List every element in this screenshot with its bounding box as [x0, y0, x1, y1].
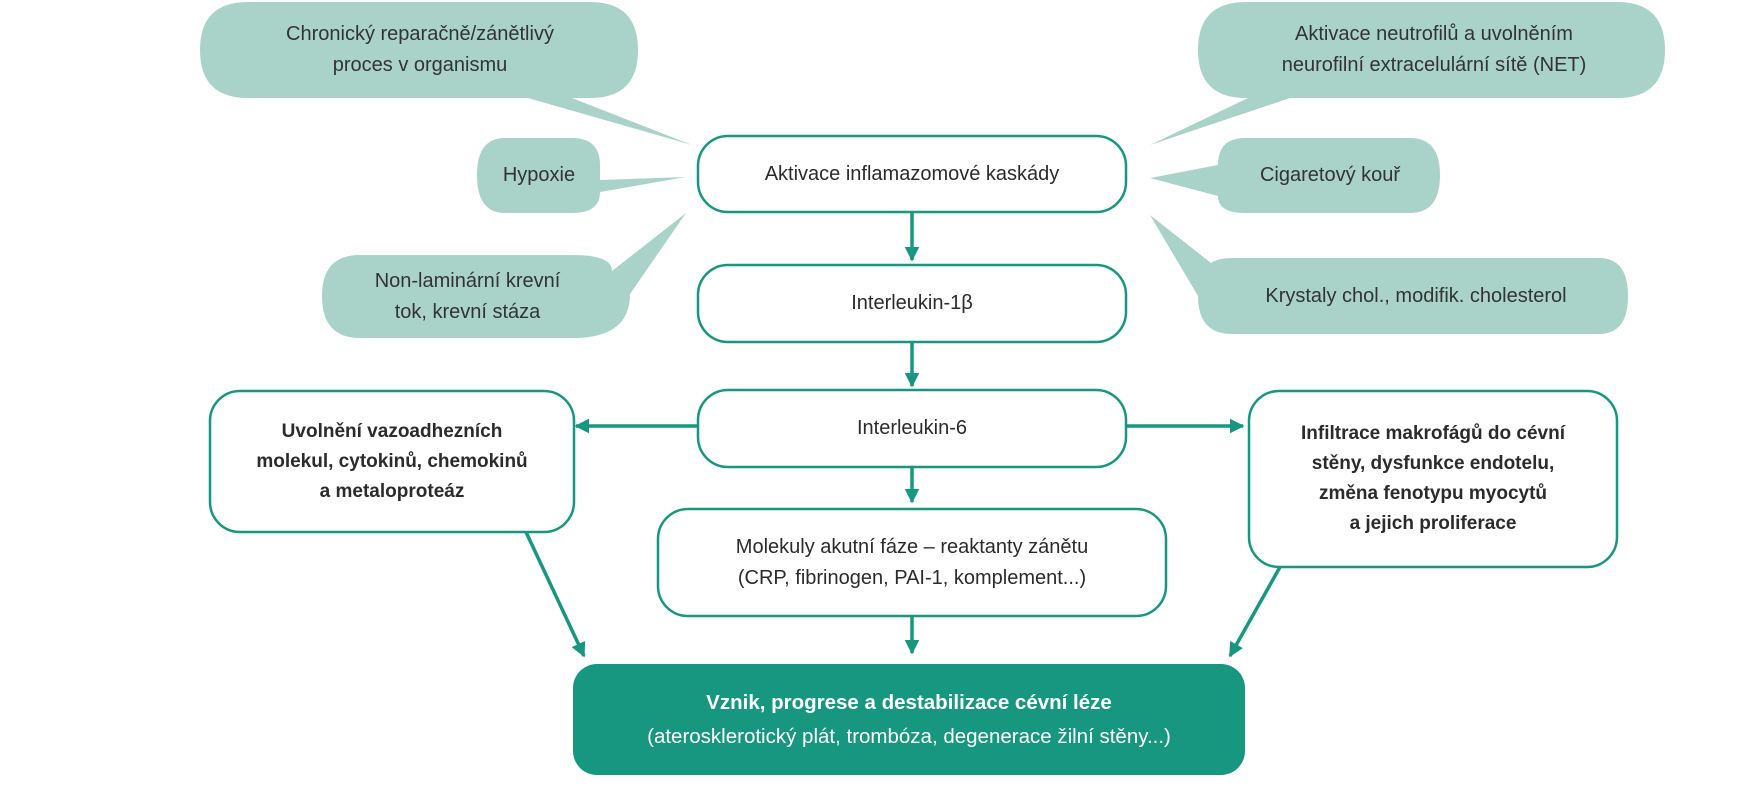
inflammasome-box: [696, 134, 1128, 214]
trigger-bubble-smoke: [1150, 138, 1440, 213]
trigger-bubble-crystals: [1150, 215, 1628, 334]
il1b-box: [696, 263, 1128, 344]
outcome-box: [573, 664, 1245, 775]
arrow-left-to-outcome: [524, 531, 586, 658]
trigger-bubble-neutrophils: [1150, 2, 1665, 145]
arrow-right-to-outcome: [1228, 566, 1282, 658]
trigger-bubble-chronic: [200, 2, 692, 145]
il6-box: [696, 388, 1128, 469]
right-effect-box: [1247, 389, 1619, 569]
acute-phase-box: [656, 507, 1168, 618]
trigger-bubble-hypoxia: [477, 138, 686, 213]
trigger-bubble-flow: [322, 213, 686, 338]
left-effect-box: [208, 389, 576, 534]
